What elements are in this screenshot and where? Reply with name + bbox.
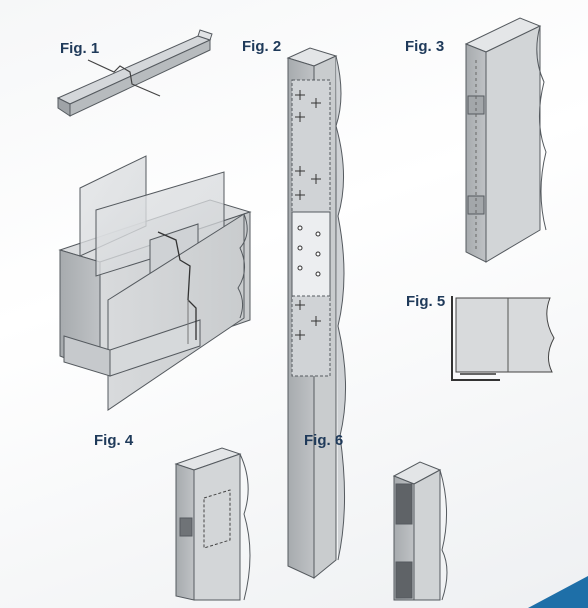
corner-accent-triangle — [528, 576, 588, 608]
fig5-section-drawing — [451, 296, 555, 381]
fig3-stud-drawing — [464, 17, 547, 263]
fig5-label: Fig. 5 — [406, 293, 446, 310]
fig2-stud-drawing — [286, 47, 347, 580]
fig1-channel-drawing — [56, 29, 213, 117]
fig6-stud-drawing — [392, 461, 448, 601]
fig4-label: Fig. 4 — [94, 432, 134, 449]
fig2-label: Fig. 2 — [242, 38, 282, 55]
fig1-label: Fig. 1 — [60, 40, 100, 57]
fig3-label: Fig. 3 — [405, 38, 445, 55]
main-assembly-drawing — [58, 155, 252, 411]
fig6-label: Fig. 6 — [304, 432, 344, 449]
fig4-bracket-drawing — [174, 447, 251, 601]
